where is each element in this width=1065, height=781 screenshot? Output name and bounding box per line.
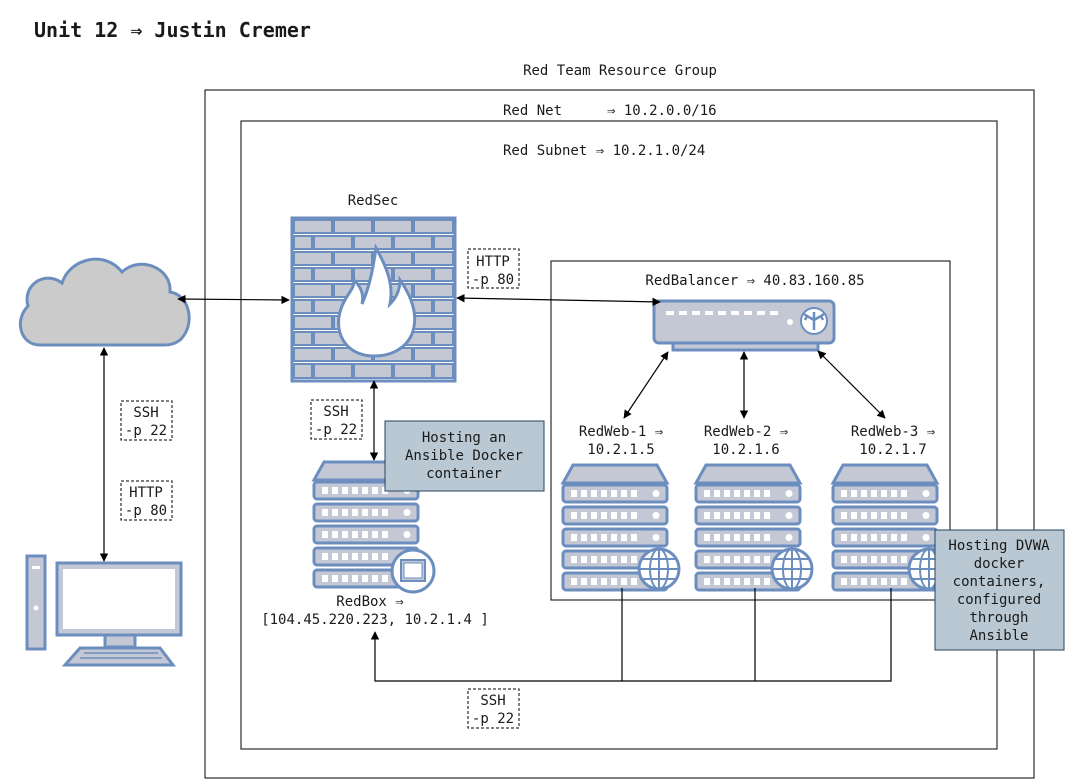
port-label-http-firewall: HTTP -p 80 xyxy=(467,248,520,289)
svg-text:HTTP: HTTP xyxy=(476,254,510,270)
web-pool-container xyxy=(550,260,951,601)
workstation-icon xyxy=(25,554,183,667)
load-balancer-icon xyxy=(652,299,836,352)
svg-text:SSH: SSH xyxy=(323,404,348,420)
svg-text:-p 22: -p 22 xyxy=(125,423,167,439)
dvwa-note-line: Ansible xyxy=(969,628,1028,644)
red-net-container xyxy=(240,120,998,750)
dvwa-note-line: through xyxy=(969,610,1028,626)
monitor-badge-icon xyxy=(390,548,436,594)
cloud-icon xyxy=(18,257,191,347)
web2-label-ip: 10.2.1.6 xyxy=(712,442,779,458)
red-subnet-label: Red Subnet ⇒ 10.2.1.0/24 xyxy=(503,143,705,159)
dvwa-note-line: Hosting DVWA xyxy=(948,538,1050,554)
ansible-note-line: container xyxy=(426,466,502,482)
resource-group-container xyxy=(204,89,1035,779)
red-net-cidr: ⇒ 10.2.0.0/16 xyxy=(607,103,717,119)
redbox-label-name: RedBox ⇒ xyxy=(336,594,403,610)
svg-text:-p 22: -p 22 xyxy=(315,422,357,438)
svg-text:HTTP: HTTP xyxy=(129,485,163,501)
balancer-label: RedBalancer ⇒ 40.83.160.85 xyxy=(645,273,864,289)
svg-text:SSH: SSH xyxy=(133,405,158,421)
svg-text:-p 80: -p 80 xyxy=(125,503,167,519)
ansible-callout: Hosting an Ansible Docker container xyxy=(384,420,545,492)
dvwa-note-line: containers, xyxy=(953,574,1046,590)
web3-label-ip: 10.2.1.7 xyxy=(859,442,926,458)
firewall-label: RedSec xyxy=(348,193,399,209)
dvwa-note-line: docker xyxy=(974,556,1025,572)
ansible-note-line: Hosting an xyxy=(422,430,506,446)
edge-balancer-web3 xyxy=(817,350,886,419)
svg-text:-p 22: -p 22 xyxy=(472,711,514,727)
port-label-http-client: HTTP -p 80 xyxy=(120,480,173,521)
web1-label-name: RedWeb-1 ⇒ xyxy=(579,424,663,440)
web1-label-ip: 10.2.1.5 xyxy=(587,442,654,458)
ansible-note-line: Ansible Docker xyxy=(405,448,523,464)
web3-label-name: RedWeb-3 ⇒ xyxy=(851,424,935,440)
globe-icon xyxy=(770,547,814,591)
svg-text:SSH: SSH xyxy=(480,693,505,709)
edge-balancer-web1 xyxy=(623,351,669,419)
resource-group-label: Red Team Resource Group xyxy=(523,63,717,79)
red-net-label: Red Net xyxy=(503,103,562,119)
firewall-icon xyxy=(290,216,457,383)
redbox-label-ip: [104.45.220.223, 10.2.1.4 ] xyxy=(261,612,489,628)
port-label-ssh-redbox: SSH -p 22 xyxy=(310,399,363,440)
diagram-title: Unit 12 ⇒ Justin Cremer xyxy=(34,18,311,42)
port-label-ssh-web: SSH -p 22 xyxy=(467,688,520,729)
dvwa-note-line: configured xyxy=(957,592,1041,608)
dvwa-callout: Hosting DVWA docker containers, configur… xyxy=(934,529,1065,651)
web2-label-name: RedWeb-2 ⇒ xyxy=(704,424,788,440)
edge-firewall-balancer xyxy=(456,293,661,307)
edge-internet-firewall xyxy=(177,294,290,305)
edge-ssh-redbox-web1 xyxy=(370,588,623,682)
edge-ssh-web3 xyxy=(622,588,892,682)
svg-text:-p 80: -p 80 xyxy=(472,272,514,288)
port-label-ssh-client: SSH -p 22 xyxy=(120,400,173,441)
globe-icon xyxy=(637,547,681,591)
